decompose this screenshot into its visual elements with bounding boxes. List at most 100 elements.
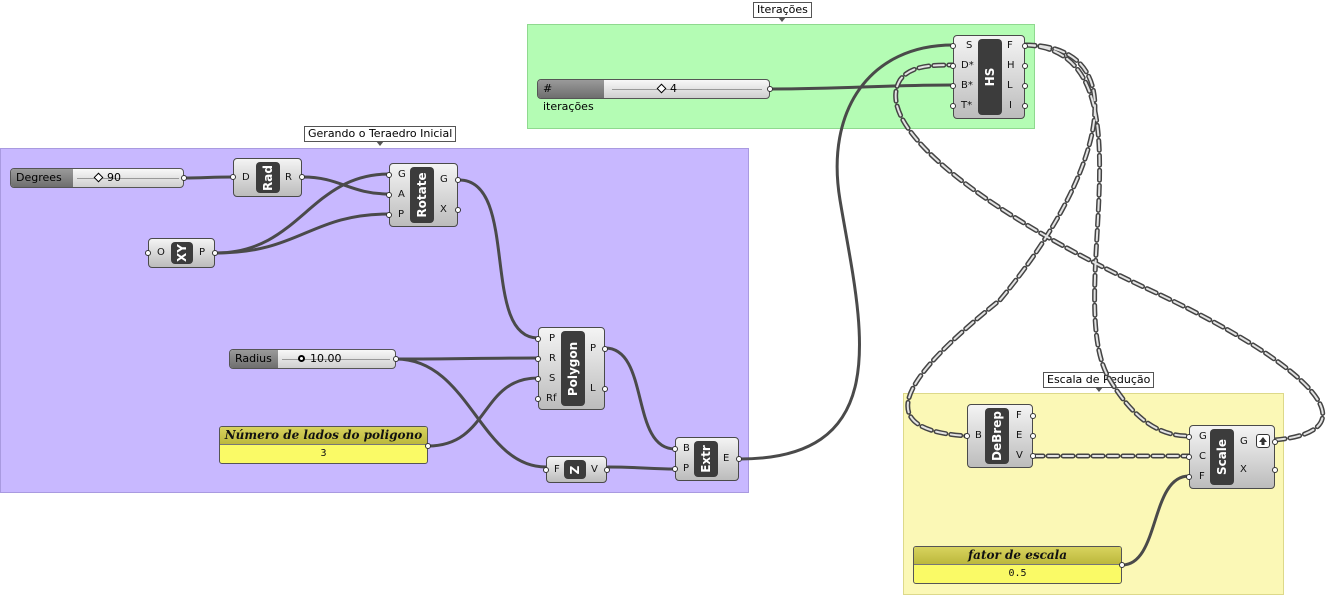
hs-input-t: T* — [961, 100, 973, 111]
slider-iteracoes[interactable]: # iterações 4 — [537, 79, 773, 113]
scale-output-x: X — [1240, 464, 1247, 475]
polygon-out-l-dot[interactable] — [602, 386, 608, 392]
xy-output-dot[interactable] — [212, 250, 218, 256]
wire-extr-hs-s — [738, 43, 955, 461]
polygon-rf-dot[interactable] — [535, 396, 541, 402]
rotate-input-p: P — [398, 209, 405, 220]
slider-radius-handle[interactable] — [298, 355, 305, 362]
slider-iteracoes-handle[interactable] — [656, 83, 667, 94]
xy-input-dot[interactable] — [145, 250, 151, 256]
component-polygon[interactable]: P R S Rf Polygon P L — [535, 327, 608, 410]
hs-input-d: D* — [961, 60, 974, 71]
polygon-output-p: P — [590, 343, 597, 354]
scale-out-x-dot[interactable] — [1272, 467, 1278, 473]
debrep-name: DeBrep — [990, 411, 1004, 461]
scale-f-dot[interactable] — [1186, 474, 1192, 480]
graft-icon[interactable] — [1256, 434, 1270, 448]
debrep-out-f-dot[interactable] — [1030, 413, 1036, 419]
slider-iteracoes-label: # iterações — [538, 80, 604, 113]
extr-b-dot[interactable] — [672, 446, 678, 452]
group-label-tetra: Gerando o Teraedro Inicial — [304, 126, 457, 146]
polygon-input-r: R — [549, 353, 556, 364]
polygon-r-dot[interactable] — [535, 356, 541, 362]
slider-degrees[interactable]: Degrees 90 — [10, 168, 187, 188]
hs-out-h-dot[interactable] — [1022, 63, 1028, 69]
scale-input-c: C — [1199, 451, 1206, 462]
component-debrep[interactable]: B DeBrep F E V — [964, 404, 1036, 468]
polygon-out-p-dot[interactable] — [602, 346, 608, 352]
rotate-p-dot[interactable] — [386, 212, 392, 218]
hs-t-dot[interactable] — [950, 103, 956, 109]
extr-p-dot[interactable] — [672, 466, 678, 472]
hs-s-dot[interactable] — [950, 43, 956, 49]
rotate-input-g: G — [398, 169, 406, 180]
xy-output-p: P — [199, 247, 206, 258]
rad-core: Rad — [256, 162, 280, 193]
group-iteracoes[interactable] — [527, 24, 1035, 129]
hs-b-dot[interactable] — [950, 83, 956, 89]
wire-z-extr-p — [606, 465, 677, 471]
hs-d-dot[interactable] — [950, 63, 956, 69]
component-rad[interactable]: D Rad R — [230, 158, 305, 197]
slider-degrees-handle[interactable] — [93, 172, 104, 183]
component-hoopsnake[interactable]: S D* B* T* HS F H L I — [950, 35, 1028, 119]
z-name: Z — [568, 465, 582, 474]
wire-degrees-rad — [181, 175, 235, 180]
slider-degrees-track — [77, 178, 179, 179]
extr-input-p: P — [683, 463, 690, 474]
rad-output-r: R — [285, 172, 292, 183]
extr-name: Extr — [699, 445, 713, 473]
wire-polygon-extr-b — [603, 346, 677, 451]
component-rotate[interactable]: G A P Rotate G X — [386, 163, 461, 227]
slider-iteracoes-track — [612, 89, 762, 90]
rotate-g-dot[interactable] — [386, 172, 392, 178]
rotate-output-g: G — [440, 174, 448, 185]
panel-numero-lados-output[interactable] — [425, 443, 431, 449]
polygon-p-dot[interactable] — [535, 336, 541, 342]
z-core: Z — [564, 460, 586, 479]
z-input-dot[interactable] — [543, 467, 549, 473]
scale-output-g: G — [1240, 436, 1248, 447]
polygon-input-p: P — [549, 333, 556, 344]
slider-degrees-output[interactable] — [181, 175, 187, 181]
panel-numero-lados[interactable]: Número de lados do poligono 3 — [219, 426, 428, 464]
rad-output-dot[interactable] — [299, 174, 305, 180]
rotate-core: Rotate — [410, 167, 434, 223]
scale-g-dot[interactable] — [1186, 434, 1192, 440]
hs-out-l-dot[interactable] — [1022, 83, 1028, 89]
slider-radius-label: Radius — [230, 350, 278, 368]
debrep-core: DeBrep — [985, 408, 1009, 464]
panel-numero-lados-value: 3 — [320, 448, 327, 459]
wire-iter-hs-b — [768, 83, 955, 91]
scale-c-dot[interactable] — [1186, 454, 1192, 460]
z-output-dot[interactable] — [604, 467, 610, 473]
debrep-out-e-dot[interactable] — [1030, 433, 1036, 439]
rotate-out-x-dot[interactable] — [455, 207, 461, 213]
rotate-a-dot[interactable] — [386, 192, 392, 198]
component-xy-plane[interactable]: O XY P — [145, 238, 218, 268]
panel-fator-escala[interactable]: fator de escala 0.5 — [913, 546, 1122, 584]
component-unit-z[interactable]: F Z V — [543, 456, 610, 483]
component-extrude[interactable]: B P Extr E — [672, 437, 742, 481]
debrep-out-v-dot[interactable] — [1030, 453, 1036, 459]
wire-rad-rotate-a — [301, 175, 391, 196]
panel-fator-escala-output[interactable] — [1119, 562, 1125, 568]
slider-radius[interactable]: Radius 10.00 — [229, 349, 399, 369]
scale-out-g-dot[interactable] — [1272, 439, 1278, 445]
rad-input-dot[interactable] — [230, 174, 236, 180]
wire-scale-hs-d — [893, 62, 1326, 443]
debrep-b-dot[interactable] — [964, 433, 970, 439]
slider-iteracoes-output[interactable] — [767, 86, 773, 92]
debrep-output-e: E — [1016, 430, 1023, 441]
component-scale[interactable]: G C F Scale G X — [1186, 425, 1278, 489]
extr-out-e-dot[interactable] — [736, 456, 742, 462]
slider-radius-output[interactable] — [393, 356, 399, 362]
rotate-out-g-dot[interactable] — [455, 177, 461, 183]
wire-xy-rotate-p — [214, 212, 391, 255]
xy-core: XY — [171, 242, 193, 264]
hs-out-f-dot[interactable] — [1022, 43, 1028, 49]
polygon-s-dot[interactable] — [535, 376, 541, 382]
slider-radius-track — [282, 359, 390, 360]
polygon-name: Polygon — [566, 341, 580, 396]
hs-out-i-dot[interactable] — [1022, 103, 1028, 109]
